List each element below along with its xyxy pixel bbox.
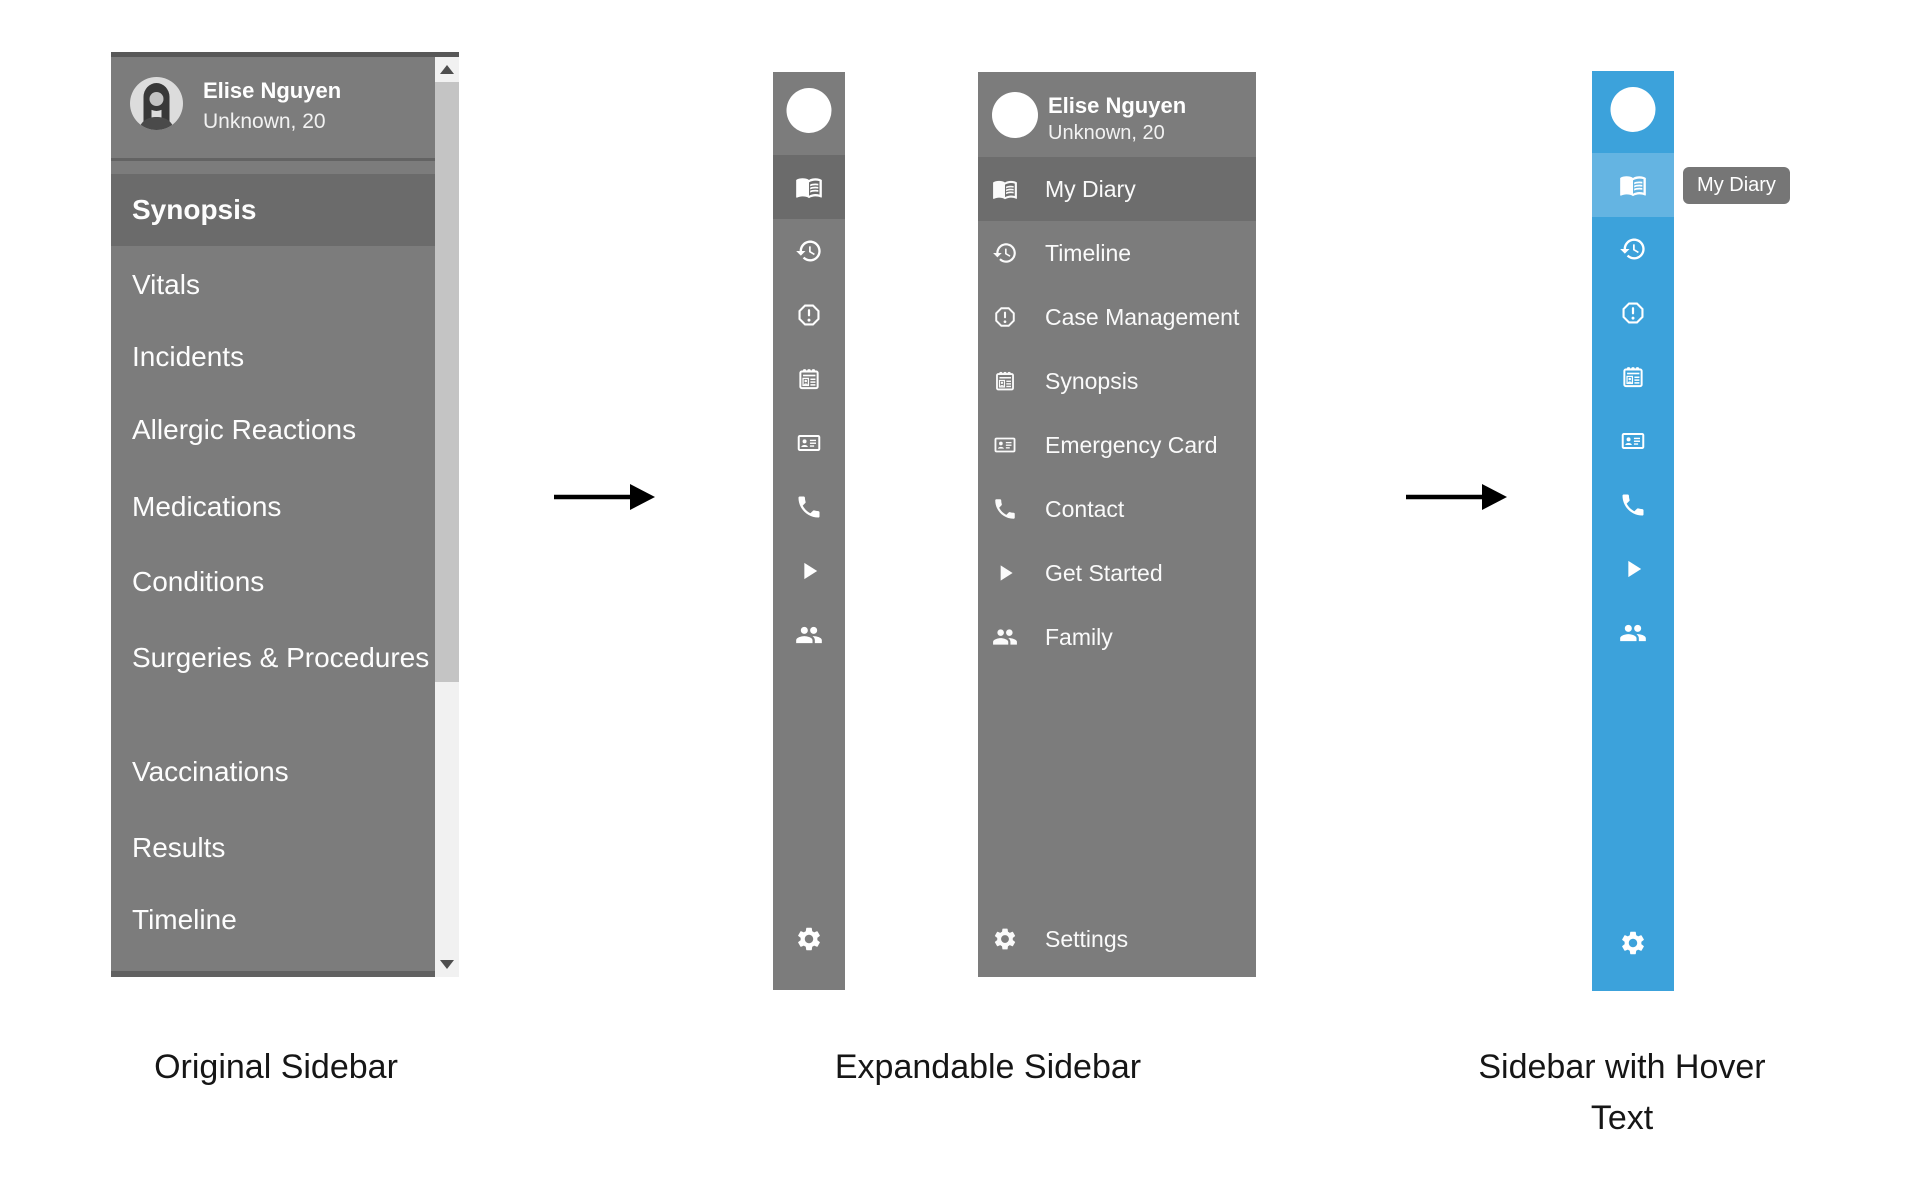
rail-item-timeline[interactable] xyxy=(773,219,845,283)
notepad-icon xyxy=(992,368,1018,394)
sidebar-item-settings[interactable]: Settings xyxy=(978,907,1256,971)
hover-tooltip: My Diary xyxy=(1683,167,1790,204)
caption-expandable-sidebar: Expandable Sidebar xyxy=(834,1048,1142,1086)
avatar[interactable] xyxy=(130,77,183,130)
sidebar-item-vaccinations[interactable]: Vaccinations xyxy=(132,756,289,787)
user-photo-icon xyxy=(130,77,183,130)
profile-name: Elise Nguyen xyxy=(203,78,342,103)
rail-item-get-started[interactable] xyxy=(1592,537,1674,601)
original-sidebar-body: Elise Nguyen Unknown, 20 Synopsis Vitals… xyxy=(111,52,435,977)
gear-icon xyxy=(795,925,823,953)
tooltip-label: My Diary xyxy=(1697,174,1776,196)
rail-item-my-diary[interactable] xyxy=(773,155,845,219)
profile-divider xyxy=(111,158,435,161)
rail-item-case-management[interactable] xyxy=(1592,281,1674,345)
alert-octagon-icon xyxy=(1619,299,1647,327)
profile-name: Elise Nguyen xyxy=(1048,93,1187,118)
avatar[interactable] xyxy=(992,92,1038,138)
scrollbar[interactable] xyxy=(435,52,459,977)
sidebar-item-get-started[interactable]: Get Started xyxy=(978,541,1256,605)
scrollbar-thumb[interactable] xyxy=(435,82,459,682)
id-card-icon xyxy=(992,432,1018,458)
scroll-down-arrow-icon xyxy=(440,959,454,969)
sidebar-item-my-diary[interactable]: My Diary xyxy=(978,157,1256,221)
rail-item-get-started[interactable] xyxy=(773,539,845,603)
rail-item-contact[interactable] xyxy=(773,475,845,539)
sidebar-item-contact[interactable]: Contact xyxy=(978,477,1256,541)
sidebar-item-synopsis[interactable]: Synopsis xyxy=(111,174,435,246)
profile-subtitle: Unknown, 20 xyxy=(1048,122,1165,144)
rail-item-emergency-card[interactable] xyxy=(773,411,845,475)
scroll-down-button[interactable] xyxy=(435,955,459,973)
play-icon xyxy=(795,557,823,585)
rail-item-timeline[interactable] xyxy=(1592,217,1674,281)
alert-octagon-icon xyxy=(795,301,823,329)
people-icon xyxy=(992,624,1018,650)
rail-item-family[interactable] xyxy=(1592,601,1674,665)
history-clock-icon xyxy=(795,237,823,265)
sidebar-item-allergic-reactions[interactable]: Allergic Reactions xyxy=(132,414,357,445)
sidebar-top-border xyxy=(111,52,459,57)
sidebar-item-emergency-card[interactable]: Emergency Card xyxy=(978,413,1256,477)
play-icon xyxy=(1619,555,1647,583)
rail-item-synopsis[interactable] xyxy=(773,347,845,411)
rail-item-settings[interactable] xyxy=(773,907,845,971)
open-book-icon xyxy=(1619,171,1647,199)
rail-item-settings[interactable] xyxy=(1592,911,1674,975)
collapsed-profile-section xyxy=(773,72,845,155)
people-icon xyxy=(1619,619,1647,647)
flow-arrow-icon xyxy=(1406,484,1507,510)
open-book-icon xyxy=(795,173,823,201)
sidebar-item-surgeries-procedures[interactable]: Surgeries & Procedures xyxy=(132,642,430,673)
rail-item-case-management[interactable] xyxy=(773,283,845,347)
caption-original-sidebar: Original Sidebar xyxy=(154,1048,398,1086)
hover-profile-section xyxy=(1592,71,1674,153)
id-card-icon xyxy=(1619,427,1647,455)
sidebar-item-timeline[interactable]: Timeline xyxy=(132,904,237,935)
sidebar-item-synopsis[interactable]: Synopsis xyxy=(978,349,1256,413)
sidebar-item-timeline[interactable]: Timeline xyxy=(978,221,1256,285)
notepad-icon xyxy=(1619,363,1647,391)
expanded-sidebar: Elise Nguyen Unknown, 20 My Diary Timeli… xyxy=(978,72,1256,977)
history-clock-icon xyxy=(1619,235,1647,263)
sidebar-item-case-management[interactable]: Case Management xyxy=(978,285,1256,349)
id-card-icon xyxy=(795,429,823,457)
phone-icon xyxy=(1619,491,1647,519)
caption-hover-sidebar: Sidebar with Hover Text xyxy=(1478,1048,1766,1137)
alert-octagon-icon xyxy=(992,304,1018,330)
avatar[interactable] xyxy=(1610,87,1656,132)
scroll-up-button[interactable] xyxy=(435,57,459,81)
expanded-profile-section: Elise Nguyen Unknown, 20 xyxy=(978,72,1256,157)
open-book-icon xyxy=(992,176,1018,202)
scroll-up-arrow-icon xyxy=(440,64,454,74)
hover-sidebar xyxy=(1592,71,1674,991)
sidebar-item-conditions[interactable]: Conditions xyxy=(132,566,265,597)
sidebar-item-incidents[interactable]: Incidents xyxy=(132,341,245,372)
avatar[interactable] xyxy=(786,88,832,133)
rail-item-my-diary[interactable] xyxy=(1592,153,1674,217)
rail-item-contact[interactable] xyxy=(1592,473,1674,537)
profile-subtitle: Unknown, 20 xyxy=(203,110,326,133)
gear-icon xyxy=(992,926,1018,952)
play-icon xyxy=(992,560,1018,586)
sidebar-item-family[interactable]: Family xyxy=(978,605,1256,669)
sidebar-item-results[interactable]: Results xyxy=(132,832,226,863)
phone-icon xyxy=(992,496,1018,522)
people-icon xyxy=(795,621,823,649)
rail-item-family[interactable] xyxy=(773,603,845,667)
rail-item-synopsis[interactable] xyxy=(1592,345,1674,409)
sidebar-item-vitals[interactable]: Vitals xyxy=(132,269,200,300)
rail-item-emergency-card[interactable] xyxy=(1592,409,1674,473)
collapsed-sidebar xyxy=(773,72,845,990)
flow-arrow-icon xyxy=(554,484,655,510)
notepad-icon xyxy=(795,365,823,393)
history-clock-icon xyxy=(992,240,1018,266)
gear-icon xyxy=(1619,929,1647,957)
sidebar-item-medications[interactable]: Medications xyxy=(132,491,282,522)
original-sidebar: Elise Nguyen Unknown, 20 Synopsis Vitals… xyxy=(111,52,459,977)
phone-icon xyxy=(795,493,823,521)
